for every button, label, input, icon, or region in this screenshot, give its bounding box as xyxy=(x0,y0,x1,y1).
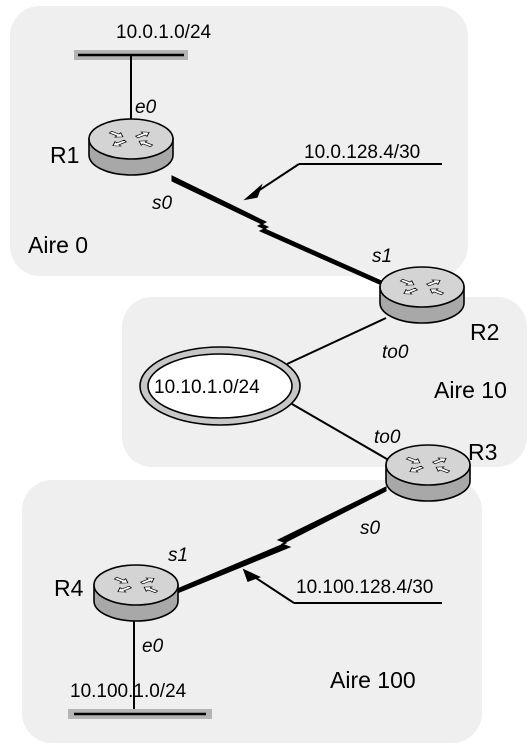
ring-r2-link xyxy=(286,317,387,365)
router-r3-icon xyxy=(385,444,471,502)
area-10-label: Aire 10 xyxy=(434,377,507,403)
r4-s1-label: s1 xyxy=(168,545,188,566)
r3-r4-serial-network: 10.100.128.4/30 xyxy=(296,577,433,598)
r3-s0-label: s0 xyxy=(360,518,381,539)
r4-lan-segment-icon xyxy=(68,709,212,719)
area-0-label: Aire 0 xyxy=(28,232,88,258)
r1-e0-label: e0 xyxy=(135,97,157,118)
r1-lan-network: 10.0.1.0/24 xyxy=(116,22,212,43)
r1-r2-callout xyxy=(243,163,442,201)
router-r2-label: R2 xyxy=(470,319,499,345)
area-100-label: Aire 100 xyxy=(330,667,416,693)
r1-s0-label: s0 xyxy=(152,193,173,214)
ring-r3-link xyxy=(291,403,393,463)
r3-to0-label: to0 xyxy=(374,427,401,448)
r2-s1-label: s1 xyxy=(372,246,392,267)
router-r1-icon xyxy=(88,118,174,176)
token-ring-icon xyxy=(139,346,301,426)
r3-r4-callout xyxy=(242,568,442,604)
router-r1-label: R1 xyxy=(50,142,79,168)
area-100-box xyxy=(22,480,482,743)
router-r4-label: R4 xyxy=(54,575,84,601)
area-0-box xyxy=(10,6,468,276)
r4-e0-label: e0 xyxy=(142,636,164,657)
router-r3-label: R3 xyxy=(468,439,497,465)
r2-to0-label: to0 xyxy=(382,342,409,363)
router-r2-icon xyxy=(379,266,465,324)
router-r4-icon xyxy=(93,564,179,622)
token-ring-network: 10.10.1.0/24 xyxy=(154,377,260,398)
r1-r2-serial-network: 10.0.128.4/30 xyxy=(304,142,420,163)
r4-lan-network: 10.100.1.0/24 xyxy=(70,681,187,702)
